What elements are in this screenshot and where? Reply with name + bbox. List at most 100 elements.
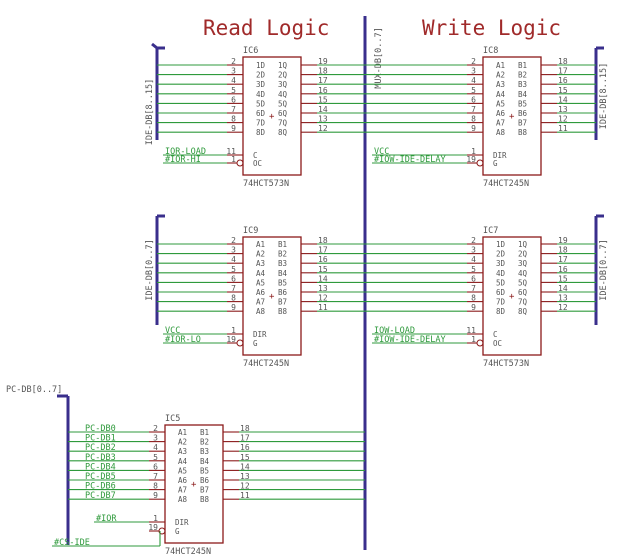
ic9-right-pin-name: B4 bbox=[278, 269, 288, 278]
net-label-ctrl: #IOW-IDE-DELAY bbox=[374, 335, 446, 345]
ic6-invert-bubble bbox=[236, 159, 244, 167]
ic6-left-pin-name: 3D bbox=[256, 80, 266, 89]
bus-ide-db-8-15-left-tip bbox=[151, 42, 158, 50]
ic7-body bbox=[482, 236, 542, 356]
ic5-left-pin-number: 3 bbox=[153, 434, 158, 443]
ic6-body bbox=[242, 56, 302, 176]
ic7-left-pin-number: 4 bbox=[471, 255, 476, 264]
ic6-left-pin-number: 9 bbox=[231, 124, 236, 133]
ic8-right-pin-name: B2 bbox=[518, 71, 527, 80]
ic9-right-pin-number: 11 bbox=[318, 303, 328, 312]
ic8-right-pin-number: 11 bbox=[558, 124, 568, 133]
ic6-left-pin-name: 5D bbox=[256, 99, 266, 108]
ic5-ctrl-pin-number: 19 bbox=[148, 523, 158, 532]
ic8-ctrl-pin-number: 19 bbox=[466, 155, 476, 164]
ic6-right-pin-number: 14 bbox=[318, 105, 328, 114]
net-label-ctrl: #IOR-HI bbox=[165, 155, 201, 165]
ic6-left-pin-number: 5 bbox=[231, 86, 236, 95]
ic5-ctrl-pin-number: 1 bbox=[153, 514, 158, 523]
ic5-left-pin-number: 5 bbox=[153, 453, 158, 462]
ic9-left-pin-name: A4 bbox=[256, 269, 266, 278]
ic8-left-pin-name: A1 bbox=[496, 61, 505, 70]
net-label-pc-db: PC-DB7 bbox=[85, 491, 116, 501]
ic7-right-pin-name: 1Q bbox=[518, 240, 528, 249]
ic6-right-pin-name: 1Q bbox=[278, 61, 288, 70]
ic8-ctrl-pin-name: G bbox=[493, 159, 498, 168]
ic9-invert-bubble bbox=[236, 339, 244, 347]
ic8-right-pin-number: 16 bbox=[558, 76, 568, 85]
ic5-right-pin-name: B4 bbox=[200, 457, 210, 466]
ic8-invert-bubble bbox=[476, 159, 484, 167]
ic6-ctrl-pin-number: 1 bbox=[231, 155, 236, 164]
net-label-pc-db: PC-DB5 bbox=[85, 472, 116, 482]
ic5-right-pin-name: B2 bbox=[200, 438, 209, 447]
ic9-left-pin-number: 2 bbox=[231, 236, 236, 245]
ic6-right-pin-number: 12 bbox=[318, 124, 328, 133]
ic5-right-pin-number: 15 bbox=[240, 453, 250, 462]
net-label-ctrl: IOR-LOAD bbox=[165, 147, 206, 157]
ic5-right-pin-number: 14 bbox=[240, 462, 250, 471]
net-label-ctrl: #IOR bbox=[96, 514, 117, 524]
net-label-ctrl: IOW-LOAD bbox=[374, 326, 415, 336]
ic9-left-pin-name: A5 bbox=[256, 278, 265, 287]
ic5-left-pin-number: 2 bbox=[153, 424, 158, 433]
ic9-ctrl-pin-name: G bbox=[253, 339, 258, 348]
ic7-right-pin-number: 19 bbox=[558, 236, 568, 245]
ic8-left-pin-number: 2 bbox=[471, 57, 476, 66]
ic7-left-pin-number: 3 bbox=[471, 246, 476, 255]
net-label-pc-db: PC-DB4 bbox=[85, 462, 116, 472]
ic6-left-pin-name: 8D bbox=[256, 128, 266, 137]
ic9-right-pin-name: B5 bbox=[278, 278, 287, 287]
ic7-ref: IC7 bbox=[483, 226, 498, 236]
ic9-left-pin-name: A1 bbox=[256, 240, 265, 249]
ic9-left-pin-number: 5 bbox=[231, 265, 236, 274]
ic7-right-pin-name: 4Q bbox=[518, 269, 528, 278]
ic6-left-pin-name: 6D bbox=[256, 109, 266, 118]
bus-label-ide-db-8-15-left: IDE-DB[8..15] bbox=[145, 79, 155, 146]
ic8-left-pin-name: A3 bbox=[496, 80, 505, 89]
ic8-left-pin-number: 8 bbox=[471, 115, 476, 124]
ic6-right-pin-number: 18 bbox=[318, 67, 328, 76]
ic9-right-pin-number: 14 bbox=[318, 274, 328, 283]
net-label-ctrl: #IOW-IDE-DELAY bbox=[374, 155, 446, 165]
ic5-right-pin-number: 12 bbox=[240, 482, 250, 491]
ic5-left-pin-name: A6 bbox=[178, 476, 188, 485]
ic6-right-pin-name: 8Q bbox=[278, 128, 288, 137]
ic5-right-pin-name: B5 bbox=[200, 466, 209, 475]
ic6-right-pin-name: 5Q bbox=[278, 99, 288, 108]
ic5-left-pin-name: A2 bbox=[178, 438, 187, 447]
ic6-left-pin-number: 8 bbox=[231, 115, 236, 124]
ic5-left-pin-name: A5 bbox=[178, 466, 187, 475]
ic8-part: 74HCT245N bbox=[483, 179, 529, 189]
ic9-ctrl-pin-number: 1 bbox=[231, 326, 236, 335]
ic6-left-pin-number: 3 bbox=[231, 67, 236, 76]
ic5-left-pin-name: A3 bbox=[178, 447, 187, 456]
ic8-right-pin-number: 12 bbox=[558, 115, 568, 124]
ic5-ref: IC5 bbox=[165, 414, 180, 424]
ic6-ref: IC6 bbox=[243, 46, 258, 56]
ic5-right-pin-name: B7 bbox=[200, 486, 209, 495]
ic7-invert-bubble bbox=[476, 339, 484, 347]
ic7-left-pin-name: 4D bbox=[496, 269, 506, 278]
ic7-left-pin-name: 8D bbox=[496, 307, 506, 316]
ic7-ctrl-pin-name: C bbox=[493, 330, 498, 339]
ic5-center-mark: + bbox=[191, 480, 197, 490]
ic9-left-pin-name: A3 bbox=[256, 259, 265, 268]
ic6-right-pin-number: 15 bbox=[318, 95, 328, 104]
ic7-left-pin-number: 7 bbox=[471, 284, 476, 293]
ic8-left-pin-name: A6 bbox=[496, 109, 506, 118]
ic6-left-pin-name: 2D bbox=[256, 71, 266, 80]
ic8-right-pin-number: 14 bbox=[558, 95, 568, 104]
ic6-left-pin-name: 1D bbox=[256, 61, 266, 70]
ic7-ctrl-pin-name: OC bbox=[493, 339, 502, 348]
ic9-left-pin-name: A7 bbox=[256, 298, 265, 307]
net-label-pc-db: PC-DB6 bbox=[85, 482, 116, 492]
net-label-pc-db: PC-DB0 bbox=[85, 424, 116, 434]
ic6-part: 74HCT573N bbox=[243, 179, 289, 189]
ic7-left-pin-number: 6 bbox=[471, 274, 476, 283]
ic6-left-pin-number: 2 bbox=[231, 57, 236, 66]
ic5-left-pin-number: 4 bbox=[153, 443, 158, 452]
ic5-right-pin-name: B1 bbox=[200, 428, 209, 437]
ic8-right-pin-name: B7 bbox=[518, 119, 527, 128]
ic8-right-pin-name: B4 bbox=[518, 90, 528, 99]
